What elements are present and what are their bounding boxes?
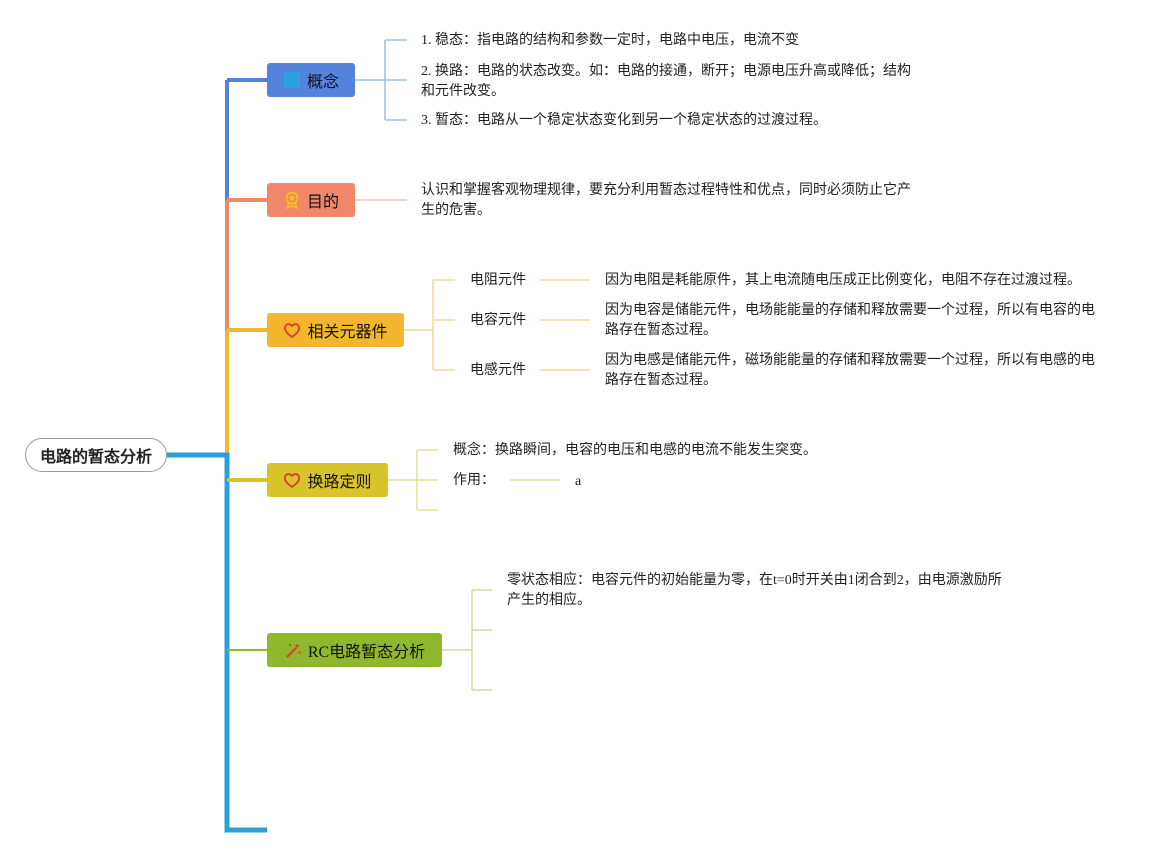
heart-icon [283, 321, 301, 339]
branch-rule-node[interactable]: 换路定则 [267, 463, 388, 497]
root-node[interactable]: 电路的暂态分析 [25, 438, 167, 472]
branch-purpose-node[interactable]: 目的 [267, 183, 355, 217]
wand-icon [284, 641, 302, 659]
component-desc-capacitor: 因为电容是储能元件，电场能能量的存储和释放需要一个过程，所以有电容的电路存在暂态… [605, 303, 1095, 338]
square-icon [283, 71, 301, 89]
branch-concept-node[interactable]: 概念 [267, 63, 355, 97]
concept-item-3: 3. 暂态：电路从一个稳定状态变化到另一个稳定状态的过渡过程。 [421, 113, 827, 128]
rule-usage-value: a [575, 474, 582, 489]
component-desc-resistor: 因为电阻是耗能原件，其上电流随电压成正比例变化，电阻不存在过渡过程。 [605, 273, 1081, 288]
rc-zero-state-text: 零状态相应：电容元件的初始能量为零，在t=0时开关由1闭合到2，由电源激励所产生… [507, 573, 1002, 608]
purpose-text: 认识和掌握客观物理规律，要充分利用暂态过程特性和优点，同时必须防止它产生的危害。 [421, 183, 911, 218]
component-name-resistor: 电阻元件 [470, 273, 526, 288]
rule-concept-text: 概念：换路瞬间，电容的电压和电感的电流不能发生突变。 [453, 443, 817, 458]
concept-item-2: 2. 换路：电路的状态改变。如：电路的接通，断开；电源电压升高或降低；结构和元件… [421, 64, 911, 99]
badge-icon [283, 191, 301, 209]
trunk-segment-main [167, 452, 267, 833]
rule-usage-label: 作用： [453, 473, 495, 488]
concept-item-1: 1. 稳态：指电路的结构和参数一定时，电路中电压，电流不变 [421, 33, 799, 48]
component-desc-inductor: 因为电感是储能元件，磁场能能量的存储和释放需要一个过程，所以有电感的电路存在暂态… [605, 353, 1095, 388]
component-name-capacitor: 电容元件 [470, 313, 526, 328]
component-name-inductor: 电感元件 [470, 363, 526, 378]
branch-rc-node[interactable]: RC电路暂态分析 [267, 633, 442, 667]
heart-icon [283, 471, 301, 489]
branch-components-node[interactable]: 相关元器件 [267, 313, 404, 347]
